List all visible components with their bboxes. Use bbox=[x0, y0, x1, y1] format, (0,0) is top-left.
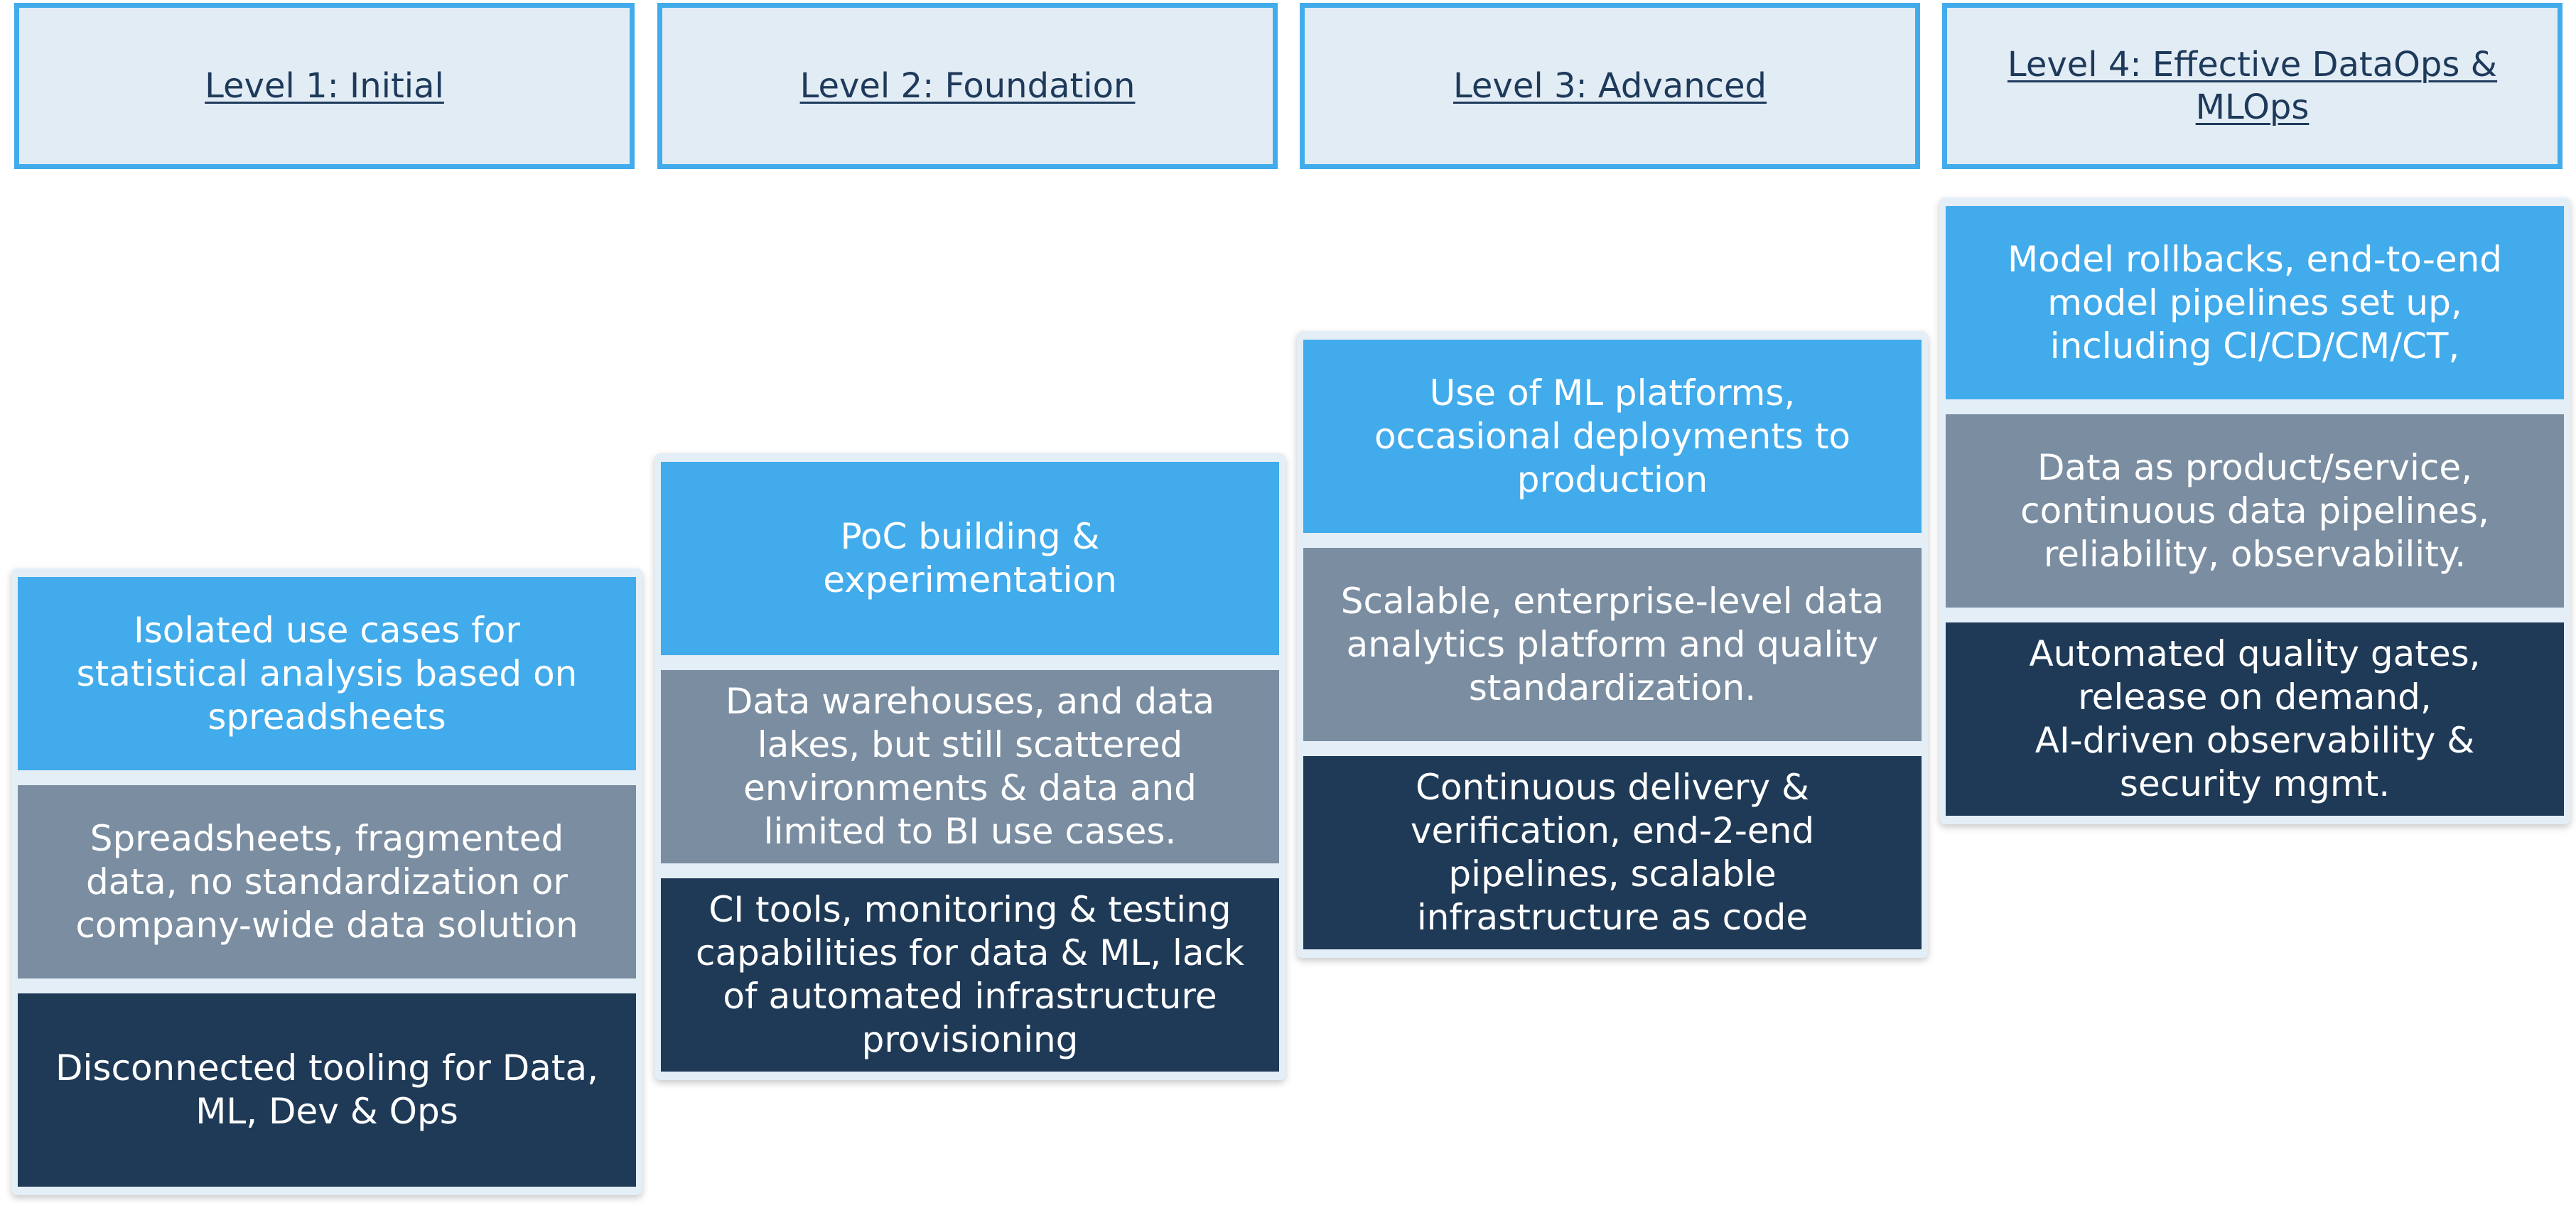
level-1-card-data: Spreadsheets, fragmented data, no standa… bbox=[18, 785, 636, 978]
level-1-stack: Isolated use cases for statistical analy… bbox=[11, 568, 642, 1195]
level-1-header: Level 1: Initial bbox=[14, 3, 635, 169]
level-2-card-data: Data warehouses, and data lakes, but sti… bbox=[661, 670, 1279, 863]
level-1-card-tooling: Disconnected tooling for Data, ML, Dev &… bbox=[18, 993, 636, 1187]
level-3-card-tooling: Continuous delivery & verification, end-… bbox=[1303, 756, 1922, 949]
level-2-card-tooling: CI tools, monitoring & testing capabilit… bbox=[661, 878, 1279, 1072]
level-1-title: Level 1: Initial bbox=[205, 66, 444, 106]
level-2-header: Level 2: Foundation bbox=[657, 3, 1278, 169]
level-4-card-usecases: Model rollbacks, end-to-end model pipeli… bbox=[1946, 206, 2564, 399]
level-3-card-usecases: Use of ML platforms, occasional deployme… bbox=[1303, 340, 1922, 533]
level-4-header: Level 4: Effective DataOps & MLOps bbox=[1942, 3, 2562, 169]
level-3-card-data: Scalable, enterprise-level data analytic… bbox=[1303, 548, 1922, 741]
level-2-stack: PoC building & experimentation Data ware… bbox=[654, 453, 1286, 1080]
level-4-card-data: Data as product/service, continuous data… bbox=[1946, 414, 2564, 608]
level-2-card-usecases: PoC building & experimentation bbox=[661, 462, 1279, 655]
level-3-title: Level 3: Advanced bbox=[1453, 66, 1767, 106]
level-4-card-tooling: Automated quality gates, release on dema… bbox=[1946, 622, 2564, 816]
level-3-stack: Use of ML platforms, occasional deployme… bbox=[1297, 331, 1928, 958]
level-1-card-usecases: Isolated use cases for statistical analy… bbox=[18, 577, 636, 770]
level-3-header: Level 3: Advanced bbox=[1300, 3, 1920, 169]
level-4-stack: Model rollbacks, end-to-end model pipeli… bbox=[1939, 198, 2570, 824]
level-4-title: Level 4: Effective DataOps & MLOps bbox=[2007, 45, 2498, 127]
level-2-title: Level 2: Foundation bbox=[799, 66, 1136, 106]
